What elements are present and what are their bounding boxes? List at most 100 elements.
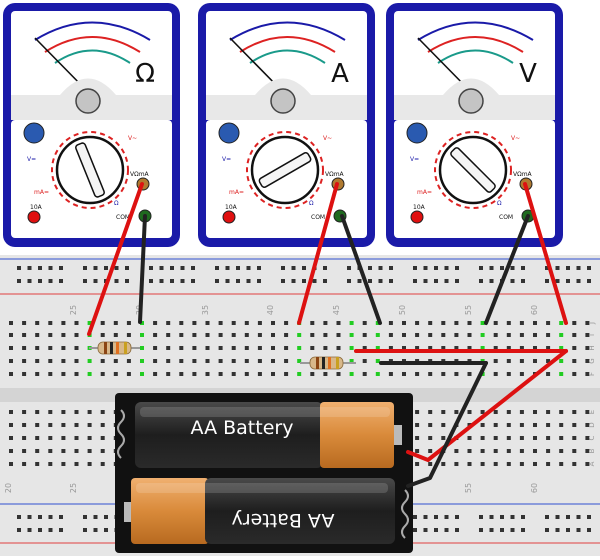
rail-hole: [94, 266, 98, 270]
breadboard-hole: [232, 359, 236, 363]
label-ma-dc: mA=: [34, 189, 49, 196]
breadboard-hole: [572, 346, 576, 350]
row-letter: E: [588, 410, 596, 414]
breadboard-hole: [35, 346, 39, 350]
rail-hole: [104, 266, 108, 270]
rail-hole: [160, 279, 164, 283]
breadboard-hole: [533, 462, 537, 466]
breadboard-hole: [572, 333, 576, 337]
breadboard-hole: [232, 321, 236, 325]
rail-hole: [545, 515, 549, 519]
rail-hole: [445, 279, 449, 283]
rail-hole: [226, 266, 230, 270]
breadboard-hole: [219, 321, 223, 325]
rail-hole: [587, 515, 591, 519]
row-letter: F: [588, 372, 596, 376]
rail-hole: [490, 528, 494, 532]
breadboard-hole: [310, 333, 314, 337]
label-ohm: Ω: [114, 200, 119, 207]
rail-hole: [445, 515, 449, 519]
breadboard-hole: [192, 359, 196, 363]
breadboard-hole: [48, 346, 52, 350]
jack-10a[interactable]: [411, 211, 423, 223]
rail-hole: [479, 528, 483, 532]
breadboard-hole: [9, 333, 13, 337]
breadboard-hole: [245, 321, 249, 325]
column-number: 50: [398, 305, 407, 315]
rail-hole: [247, 279, 251, 283]
rail-hole: [389, 266, 393, 270]
breadboard-hole: [546, 410, 550, 414]
rail-hole: [434, 528, 438, 532]
breadboard-hole: [428, 333, 432, 337]
row-letter: G: [588, 358, 596, 363]
rail-hole: [313, 279, 317, 283]
breadboard-hole: [323, 333, 327, 337]
rail-hole: [83, 515, 87, 519]
breadboard-hole: [61, 462, 65, 466]
row-letter: I: [588, 334, 596, 336]
breadboard-hole: [520, 333, 524, 337]
row-letter: D: [588, 422, 596, 427]
jack-10a[interactable]: [28, 211, 40, 223]
breadboard-hole: [454, 462, 458, 466]
breadboard-hole: [22, 449, 26, 453]
breadboard-hole: [114, 333, 118, 337]
breadboard-hole: [48, 410, 52, 414]
breadboard-hole: [166, 372, 170, 376]
breadboard-hole: [166, 321, 170, 325]
zero-adjust-knob[interactable]: [271, 89, 295, 113]
breadboard-hole: [22, 346, 26, 350]
breadboard-hole: [35, 423, 39, 427]
breadboard-hole: [153, 321, 157, 325]
breadboard-hole: [572, 410, 576, 414]
breadboard-hole: [297, 333, 301, 337]
rail-hole: [479, 266, 483, 270]
breadboard-hole: [337, 346, 341, 350]
breadboard-hole: [35, 359, 39, 363]
breadboard-hole: [101, 436, 105, 440]
rail-hole: [281, 266, 285, 270]
breadboard-hole: [441, 333, 445, 337]
breadboard-hole: [9, 462, 13, 466]
power-button[interactable]: [24, 123, 44, 143]
rail-hole: [379, 266, 383, 270]
label-v-ac: V~: [128, 135, 137, 142]
column-number: 60: [530, 483, 539, 493]
breadboard-hole: [468, 462, 472, 466]
breadboard-hole: [546, 423, 550, 427]
column-number: 35: [201, 305, 210, 315]
power-button[interactable]: [407, 123, 427, 143]
rail-hole: [170, 279, 174, 283]
breadboard-hole: [232, 346, 236, 350]
breadboard-hole: [428, 372, 432, 376]
label-10a: 10A: [30, 204, 43, 211]
breadboard-hole: [389, 372, 393, 376]
breadboard-hole: [61, 449, 65, 453]
rail-hole: [83, 279, 87, 283]
breadboard-hole: [140, 359, 144, 363]
breadboard-hole: [363, 321, 367, 325]
breadboard-hole: [9, 410, 13, 414]
breadboard-hole: [494, 436, 498, 440]
zero-adjust-knob[interactable]: [76, 89, 100, 113]
rail-hole: [292, 279, 296, 283]
breadboard-hole: [533, 436, 537, 440]
multimeters: ΩV~V=mA=Ω10AVΩmACOMAV~V=mA=Ω10AVΩmACOMVV…: [3, 3, 563, 247]
zero-adjust-knob[interactable]: [459, 89, 483, 113]
breadboard-hole: [468, 436, 472, 440]
breadboard-hole: [559, 462, 563, 466]
breadboard-hole: [9, 436, 13, 440]
breadboard-hole: [179, 321, 183, 325]
breadboard-hole: [245, 346, 249, 350]
power-button[interactable]: [219, 123, 239, 143]
rail-hole: [500, 528, 504, 532]
breadboard-hole: [48, 372, 52, 376]
breadboard-hole: [75, 333, 79, 337]
breadboard-hole: [48, 462, 52, 466]
rail-hole: [545, 279, 549, 283]
jack-10a[interactable]: [223, 211, 235, 223]
breadboard-hole: [192, 333, 196, 337]
rail-hole: [181, 279, 185, 283]
breadboard-hole: [114, 359, 118, 363]
